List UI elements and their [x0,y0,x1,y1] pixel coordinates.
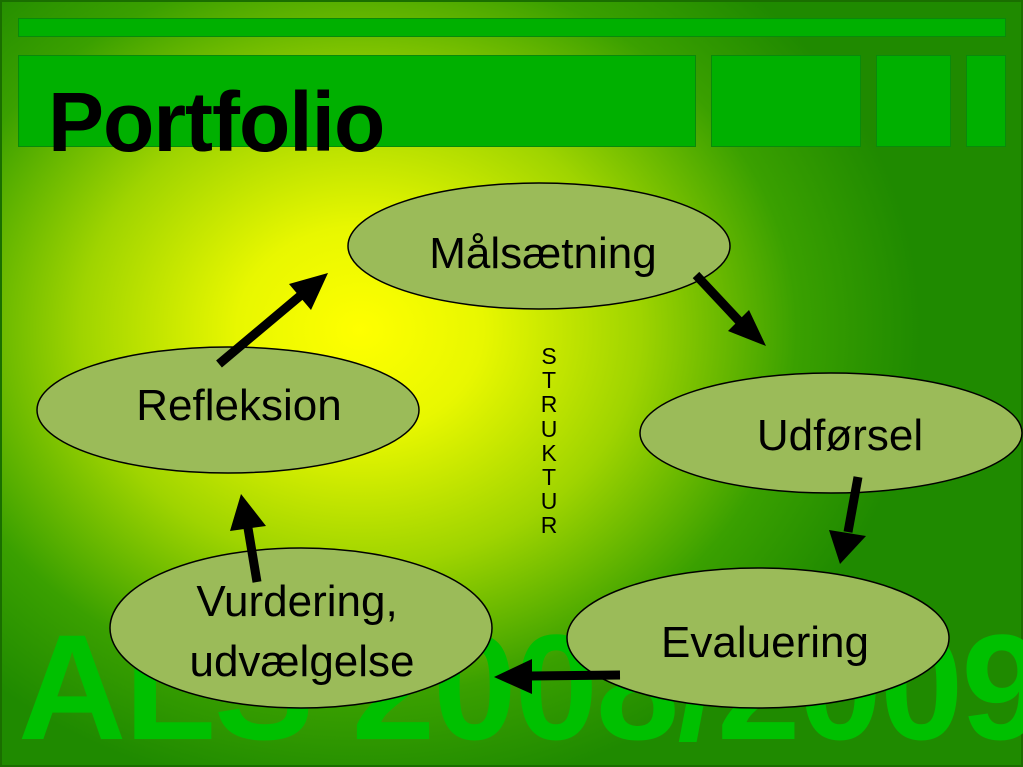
arrow-vurdering-to-refleksion [230,494,266,583]
node-udfoersel: Udførsel [639,372,1023,494]
arrow-maalsaetning-to-udfoersel [692,271,766,346]
vertical-letter: U [540,415,558,442]
node-label: udvælgelse [189,637,414,686]
node-refleksion: Refleksion [36,346,420,474]
node-label: Vurdering, [196,577,397,626]
vertical-letter: R [540,512,558,539]
node-label: Evaluering [661,618,869,667]
header-block-2 [876,55,951,147]
node-label: Udførsel [757,411,923,460]
vertical-letter: T [541,464,557,491]
header-block-1 [711,55,861,147]
slide-title: Portfolio [48,75,385,169]
vertical-letter: K [541,439,557,466]
arrow-evaluering-to-vurdering [494,659,621,694]
vertical-letter: S [541,343,557,369]
node-label: Refleksion [136,381,341,430]
header-bar-long [18,55,696,147]
node-evaluering: Evaluering [566,567,950,709]
header-block-3 [966,55,1006,147]
vertical-label-struktur: S T R U K T U R [536,344,562,538]
vertical-letter: U [540,488,558,515]
vertical-letter: R [540,391,558,418]
node-label: Målsætning [429,229,656,278]
header-bar-top [18,18,1006,37]
arrow-udfoersel-to-evaluering [829,476,866,564]
arrow-refleksion-to-maalsaetning [216,273,328,368]
node-vurdering: Vurdering, udvælgelse [109,547,493,709]
vertical-letter: T [541,367,557,394]
node-maalsaetning: Målsætning [347,182,731,310]
